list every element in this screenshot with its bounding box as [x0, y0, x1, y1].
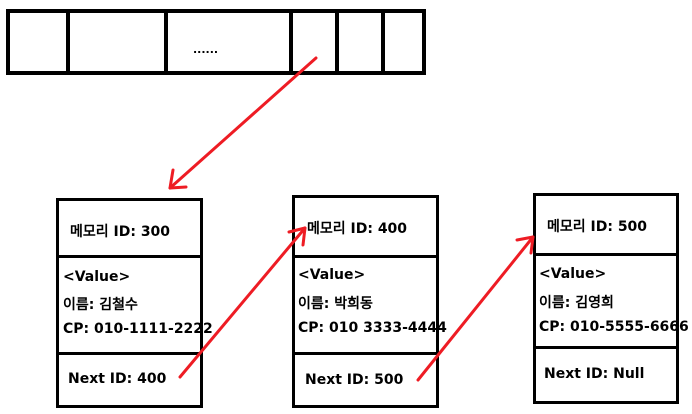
memory-id-label: 메모리 ID: 500: [547, 219, 648, 235]
cp-label: CP: 010 3333-4444: [298, 320, 447, 336]
array-cell-divider: [66, 13, 70, 71]
node-header: 메모리 ID: 500: [536, 196, 676, 256]
cp-label: CP: 010-5555-6666: [539, 319, 689, 335]
memory-array: ......: [6, 9, 426, 75]
node-header: 메모리 ID: 300: [59, 201, 200, 258]
array-cell-divider: [335, 13, 339, 71]
next-id-label: Next ID: 400: [68, 371, 167, 387]
name-label: 이름: 김철수: [63, 297, 138, 313]
name-label: 이름: 박희동: [298, 296, 373, 312]
next-id-label: Next ID: 500: [305, 372, 404, 388]
memory-id-label: 메모리 ID: 400: [307, 221, 408, 237]
node-300: 메모리 ID: 300 <Value> 이름: 김철수 CP: 010-1111…: [56, 198, 213, 408]
value-label: <Value>: [298, 267, 366, 283]
node-header: 메모리 ID: 400: [295, 198, 436, 258]
array-ellipsis: ......: [193, 43, 219, 56]
array-cell-divider: [289, 13, 293, 71]
memory-id-label: 메모리 ID: 300: [70, 224, 171, 240]
value-label: <Value>: [539, 266, 607, 282]
name-label: 이름: 김영희: [539, 295, 614, 311]
node-500: 메모리 ID: 500 <Value> 이름: 김영희 CP: 010-5555…: [533, 193, 689, 404]
node-footer: Next ID: Null: [536, 346, 676, 401]
cp-label: CP: 010-1111-2222: [63, 321, 213, 337]
node-footer: Next ID: 400: [59, 352, 200, 405]
node-footer: Next ID: 500: [295, 352, 436, 405]
value-label: <Value>: [63, 269, 131, 285]
array-cell-divider: [164, 13, 168, 71]
array-cell-divider: [381, 13, 385, 71]
arrow-node400-to-node500: [416, 235, 535, 382]
arrow-array-to-node300: [168, 56, 318, 190]
node-400: 메모리 ID: 400 <Value> 이름: 박희동 CP: 010 3333…: [292, 195, 447, 408]
next-id-label: Next ID: Null: [544, 366, 645, 382]
arrow-node300-to-node400: [178, 226, 307, 379]
